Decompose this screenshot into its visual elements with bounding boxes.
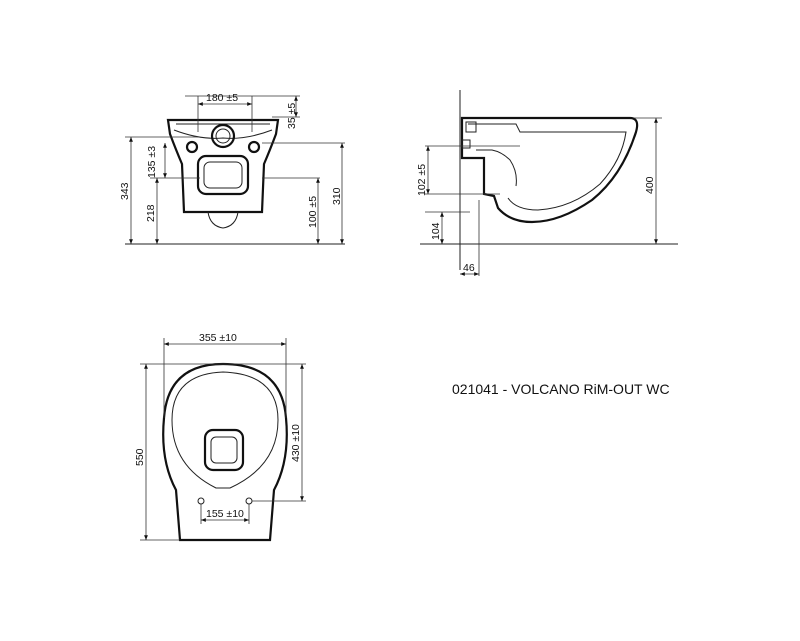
dim-bolt-to-front: 430 ±10 bbox=[290, 424, 302, 462]
dim-total-height-front: 343 bbox=[119, 182, 131, 200]
dim-outlet-height: 100 ±5 bbox=[307, 196, 319, 228]
dim-outlet-offset: 102 ±5 bbox=[416, 164, 428, 196]
drawing-title: 021041 - VOLCANO RiM-OUT WC bbox=[452, 381, 670, 397]
front-view: 180 ±5 35 ±5 135 ±3 343 218 100 ±5 310 bbox=[119, 92, 345, 245]
dim-right-height: 310 bbox=[331, 187, 343, 205]
dim-width-top: 180 ±5 bbox=[206, 92, 238, 104]
dim-outlet-depth: 46 bbox=[463, 262, 475, 274]
top-view: 355 ±10 550 430 ±10 155 ±10 bbox=[134, 332, 306, 542]
side-view: 102 ±5 104 46 400 bbox=[416, 90, 678, 276]
dim-top-width: 355 ±10 bbox=[199, 332, 237, 344]
dim-bolt-spacing: 155 ±10 bbox=[206, 508, 244, 520]
dim-top-length: 550 bbox=[134, 448, 146, 466]
dim-height-top: 35 ±5 bbox=[286, 103, 298, 129]
dim-lower-height: 218 bbox=[145, 204, 157, 222]
dim-total-height-side: 400 bbox=[644, 176, 656, 194]
dim-floor-to-outlet: 104 bbox=[430, 222, 442, 240]
dim-fixing-height: 135 ±3 bbox=[146, 146, 158, 178]
